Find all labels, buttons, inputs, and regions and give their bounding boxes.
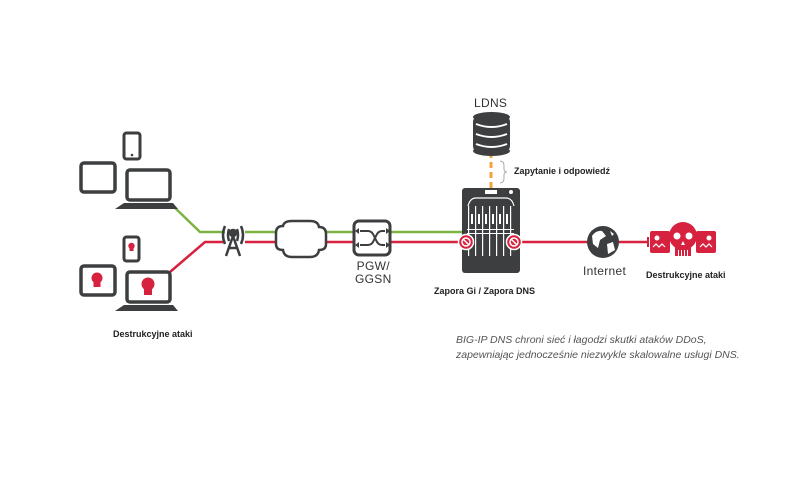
caption-line2: zapewniając jednocześnie niezwykle skalo… <box>456 349 740 361</box>
laptop-icon <box>115 168 178 209</box>
pgw-label: PGW/ GGSN <box>355 260 392 286</box>
big-ip-appliance-icon <box>462 188 520 273</box>
legit-devices <box>79 131 178 209</box>
block-icon-right <box>505 233 523 251</box>
cell-tower-icon <box>221 225 245 257</box>
globe-icon <box>587 226 619 258</box>
pgw-label-line2: GGSN <box>355 272 392 286</box>
tablet-icon <box>79 161 117 194</box>
malicious-devices-label: Destrukcyjne ataki <box>113 329 193 339</box>
ldns-label: LDNS <box>474 96 508 110</box>
cloud-icon <box>274 219 328 259</box>
router-switch-icon <box>352 219 392 257</box>
smartphone-icon <box>122 131 142 161</box>
internet-label: Internet <box>583 264 627 278</box>
query-label: Zapytanie i odpowiedź <box>514 166 611 176</box>
firewall-label: Zapora Gi / Zapora DNS <box>434 286 536 296</box>
bracket-icon <box>499 160 508 184</box>
caption: BIG-IP DNS chroni sieć i łagodzi skutki … <box>456 333 740 363</box>
database-icon <box>473 112 510 156</box>
block-icon-left <box>457 233 475 251</box>
pgw-label-line1: PGW/ <box>356 259 390 273</box>
green-link-devices <box>171 204 225 234</box>
laptop-skull-icon <box>115 270 178 311</box>
skull-attackers-icon <box>647 222 716 256</box>
red-link-devices <box>169 240 225 273</box>
caption-line1: BIG-IP DNS chroni sieć i łagodzi skutki … <box>456 334 707 346</box>
attackers-label: Destrukcyjne ataki <box>646 270 726 280</box>
malicious-devices <box>79 235 178 311</box>
